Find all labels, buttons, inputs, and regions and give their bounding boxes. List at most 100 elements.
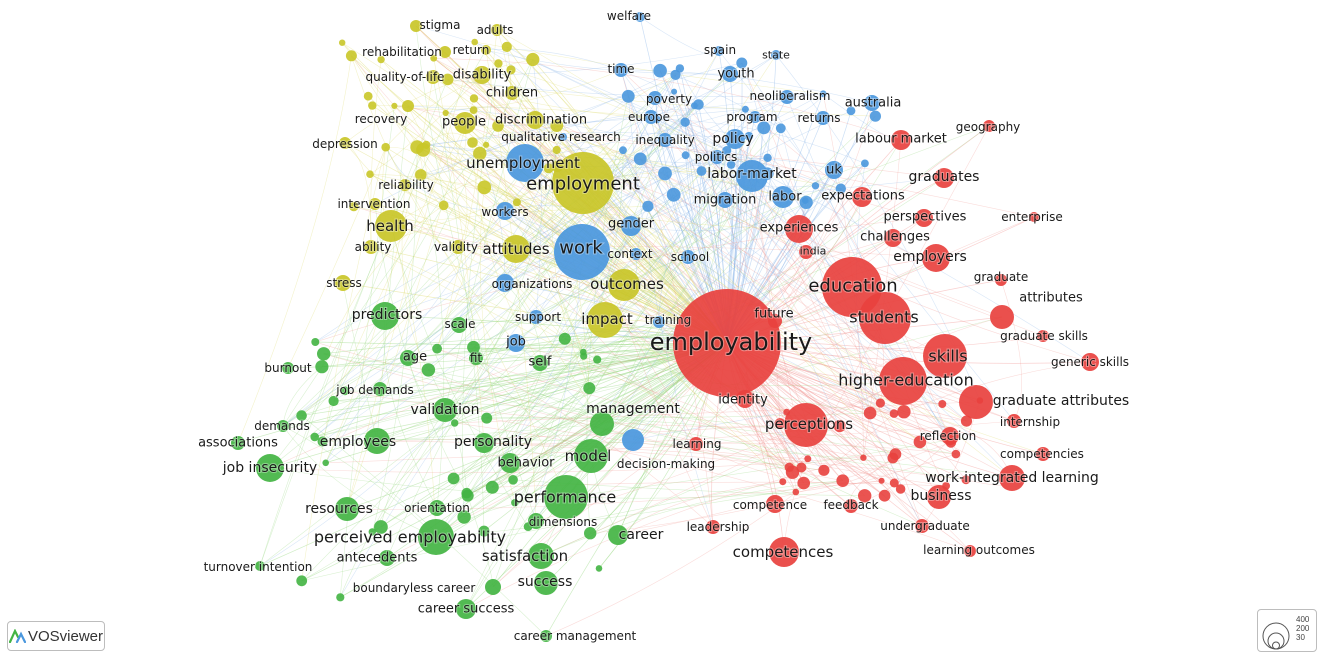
keyword-label: leadership (687, 520, 750, 534)
link-line (658, 150, 728, 323)
keyword-node-decision-making (622, 429, 644, 451)
link-line (407, 104, 699, 359)
keyword-node-geography (983, 120, 995, 132)
keyword-node-recovery (402, 100, 414, 112)
link-line (472, 142, 541, 364)
keyword-label: labor-market (707, 166, 797, 182)
keyword-node-ability (364, 240, 378, 254)
keyword-node-gender (621, 216, 641, 236)
keyword-node-labor-market (736, 160, 768, 192)
minor-keyword-node (804, 455, 812, 463)
minor-keyword-node (895, 484, 906, 494)
keyword-label: antecedents (337, 551, 418, 566)
minor-keyword-node (322, 459, 330, 467)
link-line (640, 158, 816, 188)
link-line (659, 70, 901, 490)
minor-keyword-node (526, 52, 540, 67)
minor-keyword-node (492, 120, 504, 132)
minor-keyword-node (818, 464, 830, 476)
link-line (465, 359, 598, 610)
link-line (385, 69, 512, 148)
link-line (726, 150, 840, 427)
minor-keyword-node (666, 187, 681, 202)
minor-keyword-node (938, 400, 947, 408)
link-line (428, 369, 824, 471)
minor-keyword-node (481, 412, 493, 424)
keyword-label: satisfaction (482, 547, 568, 565)
link-line (635, 50, 720, 255)
keyword-label: competencies (1000, 447, 1084, 461)
keyword-node-turnover-intention (255, 561, 265, 571)
keyword-node-graduate-attributes (959, 385, 993, 419)
link-line (417, 93, 824, 148)
keyword-node-adults (491, 24, 503, 36)
link-line (415, 25, 923, 527)
keyword-node-perspectives (915, 209, 933, 227)
link-line (565, 439, 951, 498)
link-line (516, 202, 802, 468)
link-line (237, 55, 352, 444)
keyword-node-behavior (500, 453, 520, 473)
keyword-label: politics (695, 150, 738, 164)
keyword-node-career-success (456, 599, 476, 619)
keyword-node-learning-outcomes (964, 545, 976, 557)
link-line (380, 422, 455, 528)
link-line (301, 387, 590, 582)
link-line (301, 415, 547, 637)
keyword-label: inequality (635, 133, 694, 147)
minor-keyword-node (889, 448, 902, 461)
keyword-label: spain (704, 43, 736, 57)
link-line (420, 174, 800, 230)
keyword-label: returns (798, 111, 841, 125)
keyword-node-employment (552, 152, 614, 214)
link-line (369, 74, 483, 175)
keyword-label: stress (326, 276, 362, 290)
link-line (282, 425, 437, 538)
minor-keyword-node (552, 145, 561, 155)
link-line (479, 107, 746, 154)
keyword-node-job-insecurity (256, 454, 284, 482)
minor-keyword-node (863, 406, 877, 420)
link-line (376, 440, 967, 481)
link-line (415, 25, 537, 522)
keyword-node-job (507, 334, 525, 352)
minor-keyword-node (797, 476, 810, 490)
keyword-label: state (762, 49, 790, 62)
link-line (436, 136, 564, 349)
link-line (435, 423, 603, 538)
link-line (394, 69, 622, 110)
minor-keyword-node (619, 146, 627, 155)
link-line (620, 69, 873, 104)
keyword-label: job demands (335, 383, 414, 397)
keyword-label: model (565, 447, 612, 465)
link-line (601, 175, 753, 425)
keyword-node-feedback (844, 499, 858, 513)
keyword-label: perceptions (765, 415, 853, 433)
minor-keyword-node (763, 153, 772, 162)
link-line (237, 342, 728, 444)
keyword-label: burnout (264, 361, 311, 375)
link-line (376, 317, 886, 442)
keyword-node-leadership (706, 520, 720, 534)
keyword-node-students (859, 292, 911, 344)
minor-keyword-node (693, 99, 704, 110)
keyword-node-spain (714, 46, 724, 56)
link-line (684, 121, 967, 480)
minor-keyword-node (368, 101, 377, 110)
link-line (370, 59, 382, 248)
vosviewer-logo-button[interactable]: VOSviewer (7, 621, 105, 651)
link-line (322, 438, 1013, 479)
keyword-node-fit (469, 351, 483, 365)
link-line (351, 55, 728, 344)
minor-keyword-node (501, 41, 512, 53)
keyword-label: future (754, 307, 793, 322)
minor-keyword-node (345, 50, 357, 62)
link-line (269, 139, 666, 469)
link-line (515, 248, 585, 357)
minor-keyword-node (310, 432, 320, 442)
keyword-label: intervention (337, 197, 410, 211)
vosviewer-logo-icon (8, 629, 26, 643)
keyword-label: employability (650, 328, 813, 356)
keyword-label: skills (928, 347, 967, 366)
